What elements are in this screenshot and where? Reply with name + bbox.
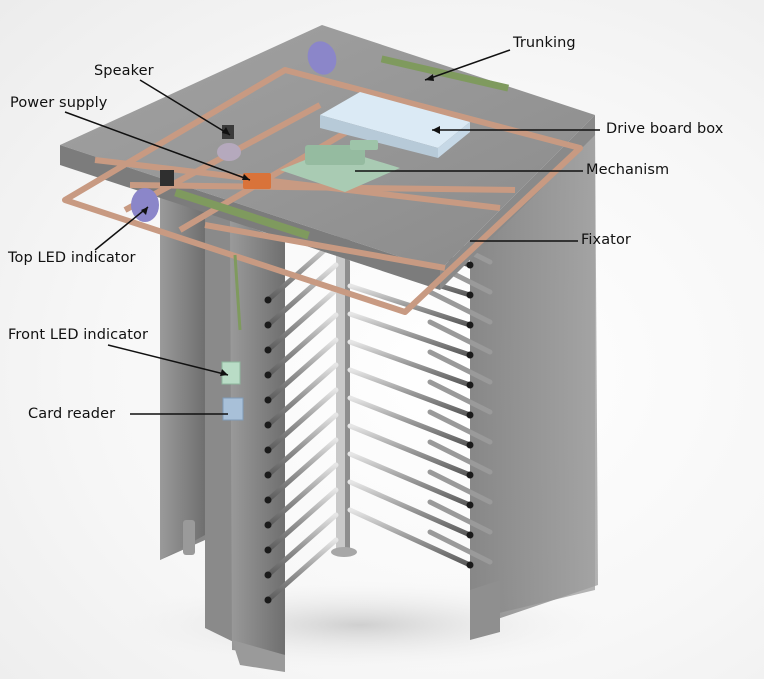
rotor-bar-ends-right <box>466 261 474 569</box>
label-trunking: Trunking <box>513 35 576 51</box>
rotor-post <box>331 225 357 557</box>
leader-arrowheads <box>141 74 440 376</box>
card-reader-part <box>222 397 244 421</box>
leader-lines <box>64 49 600 415</box>
rotor-bars-left <box>265 237 339 603</box>
front-left-panel <box>205 210 285 672</box>
label-fixator: Fixator <box>581 232 631 248</box>
label-drive-board-box: Drive board box <box>606 121 724 137</box>
power-supply-part <box>243 173 271 189</box>
label-speaker: Speaker <box>94 63 154 79</box>
mechanism-part <box>280 140 400 192</box>
trunking-lower <box>174 188 310 240</box>
drive-board-box-part <box>320 92 470 158</box>
front-right-panel <box>470 120 598 640</box>
label-top-led-indicator: Top LED indicator <box>8 250 136 266</box>
top-led-mount <box>160 170 174 186</box>
label-front-led-indicator: Front LED indicator <box>8 327 149 343</box>
trunking-vertical <box>233 254 242 331</box>
rotor-bar-ends-left <box>264 296 272 604</box>
label-power-supply: Power supply <box>10 95 108 111</box>
top-led-part <box>131 188 159 222</box>
label-mechanism: Mechanism <box>586 162 670 178</box>
rear-led-disc <box>307 41 337 75</box>
label-card-reader: Card reader <box>28 406 116 422</box>
copper-frame <box>62 67 583 315</box>
back-left-panel <box>60 165 205 560</box>
